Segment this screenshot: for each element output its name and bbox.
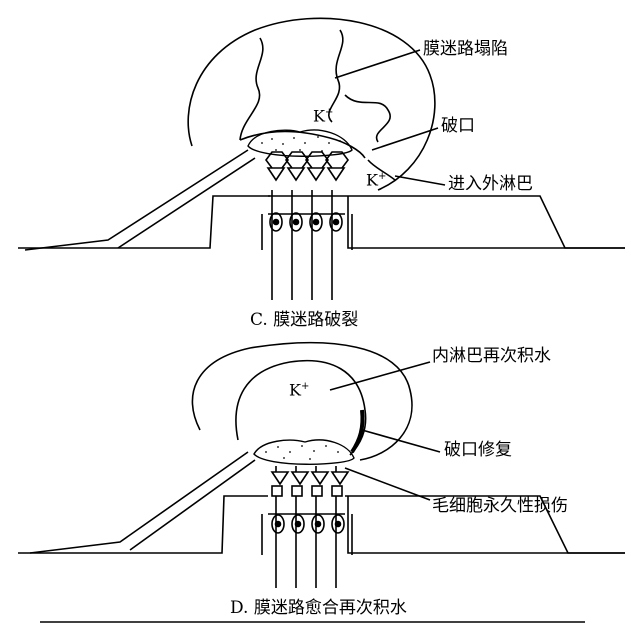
panel-c-ion-outside: K+ <box>366 170 387 190</box>
panel-c-caption: C. 膜迷路破裂 <box>250 310 359 330</box>
panel-c-label-rupture: 破口 <box>441 116 475 136</box>
panel-c-ion-inside: K+ <box>313 106 334 126</box>
stipple <box>261 136 341 460</box>
panel-d-caption: D. 膜迷路愈合再次积水 <box>230 598 407 618</box>
panel-d-ion-inside: K+ <box>289 380 310 400</box>
panel-d-label-rehydrops: 内淋巴再次积水 <box>432 346 551 366</box>
panel-d-drawing <box>18 341 625 588</box>
panel-c-drawing <box>18 17 625 300</box>
panel-d-label-haircell-damage: 毛细胞永久性损伤 <box>432 496 568 516</box>
panel-d-label-repair: 破口修复 <box>444 440 512 460</box>
panel-c-label-perilymph: 进入外淋巴 <box>448 174 533 194</box>
panel-c-label-collapse: 膜迷路塌陷 <box>423 39 508 59</box>
